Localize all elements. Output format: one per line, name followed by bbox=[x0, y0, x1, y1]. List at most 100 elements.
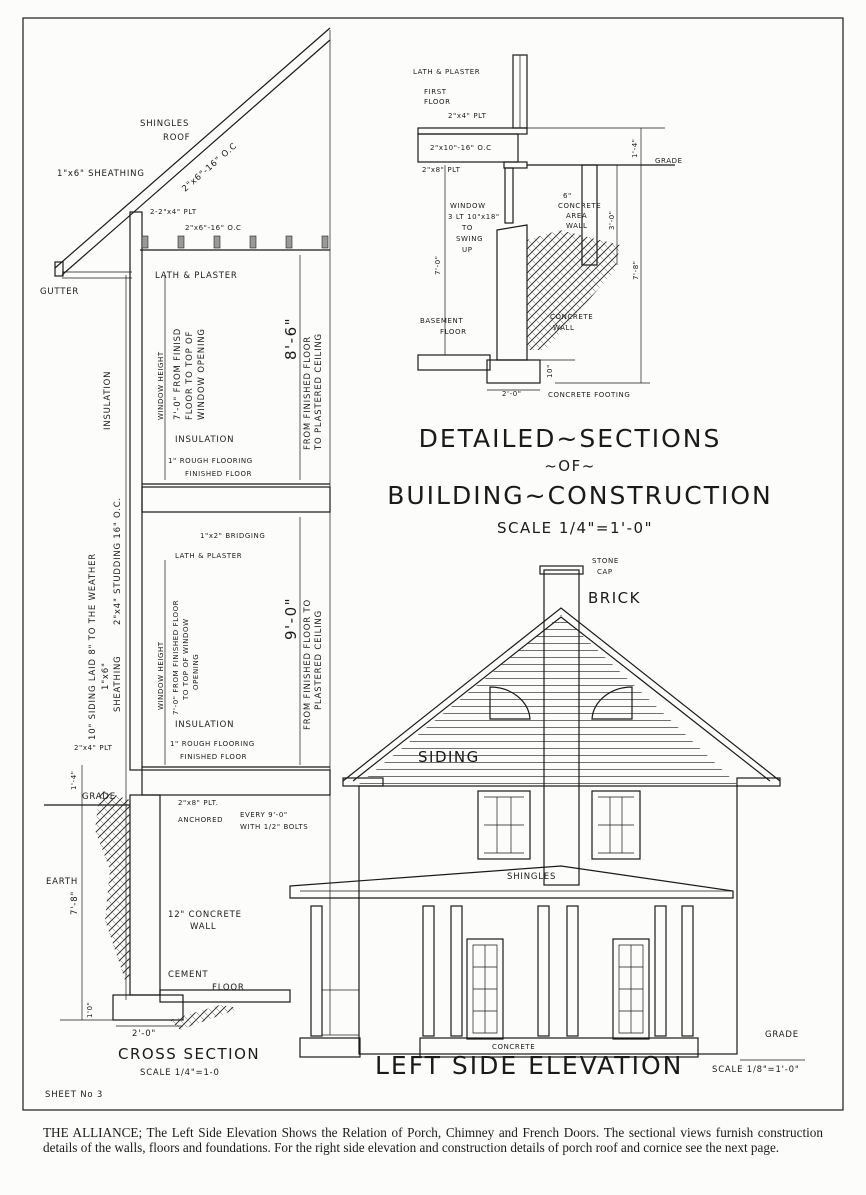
label: 12" CONCRETE bbox=[168, 910, 242, 920]
left-side-elevation-labels: STONE CAP BRICK SIDING SHINGLES CONCRETE… bbox=[375, 557, 800, 1080]
label: GRADE bbox=[765, 1030, 799, 1040]
cross-section-drawing bbox=[44, 27, 331, 1035]
label: FLOOR bbox=[424, 98, 451, 106]
label: 2"x4" PLT bbox=[448, 112, 487, 120]
label: CONCRETE FOOTING bbox=[548, 391, 630, 399]
label: CAP bbox=[597, 568, 613, 576]
label: INSULATION bbox=[103, 371, 113, 430]
label: CEMENT bbox=[168, 970, 208, 980]
label: 2"x8" PLT. bbox=[178, 799, 219, 807]
label: TO PLASTERED CEILING bbox=[314, 333, 324, 451]
label: 1'-4" bbox=[631, 138, 639, 158]
label: GUTTER bbox=[40, 287, 79, 297]
cross-section-labels: SHINGLES ROOF 1"x6" SHEATHING 2"x6"-16" … bbox=[40, 119, 324, 1100]
label: WINDOW OPENING bbox=[197, 328, 207, 420]
label: FROM FINISHED FLOOR TO bbox=[303, 599, 313, 730]
label: 2"x4" STUDDING 16" O.C. bbox=[113, 497, 123, 625]
label: 10" bbox=[546, 364, 554, 378]
heading-line-2: ~OF~ bbox=[544, 457, 596, 475]
label: 3 LT 10"x18" bbox=[448, 213, 500, 221]
label: SIDING bbox=[418, 748, 480, 766]
label: SHINGLES bbox=[507, 872, 556, 882]
label: FIRST bbox=[424, 88, 447, 96]
label: 1'-4" bbox=[70, 770, 78, 790]
label: INSULATION bbox=[175, 720, 234, 730]
label: 9'-0" bbox=[282, 597, 300, 640]
label: TO TOP OF WINDOW bbox=[182, 618, 190, 701]
label: TO bbox=[461, 224, 473, 232]
label: WALL bbox=[553, 324, 575, 332]
label: 1"x6" SHEATHING bbox=[57, 169, 145, 179]
label: 2'-0" bbox=[132, 1029, 156, 1039]
label: 2-2"x4" PLT bbox=[150, 208, 197, 216]
label: 8'-6" bbox=[282, 317, 300, 360]
sheet-number: SHEET No 3 bbox=[45, 1090, 103, 1100]
basement-detail-drawing bbox=[417, 54, 675, 391]
label: CONCRETE bbox=[558, 202, 601, 210]
label: WINDOW bbox=[450, 202, 486, 210]
label: 6" bbox=[563, 192, 572, 200]
label: STONE bbox=[592, 557, 619, 565]
label: 2"x4" PLT bbox=[74, 744, 113, 752]
label: 7'-0" FROM FINISHED FLOOR bbox=[172, 600, 180, 715]
label: FLOOR bbox=[440, 328, 467, 336]
label: LATH & PLASTER bbox=[413, 68, 480, 76]
label: 1"x2" BRIDGING bbox=[200, 532, 265, 540]
label: FINISHED FLOOR bbox=[180, 753, 247, 761]
label: 2"x6"-16" O.C bbox=[180, 141, 239, 194]
label: 7'-8" bbox=[70, 891, 80, 915]
label: FROM FINISHED FLOOR bbox=[303, 336, 313, 450]
label: AREA bbox=[566, 212, 587, 220]
label: EVERY 9'-0" bbox=[240, 811, 288, 819]
label: 1" ROUGH FLOORING bbox=[168, 457, 253, 465]
elevation-scale: SCALE 1/8"=1'-0" bbox=[712, 1065, 800, 1075]
left-side-elevation-drawing bbox=[289, 565, 805, 1061]
label: 2'-0" bbox=[502, 390, 522, 398]
label: WITH 1/2" BOLTS bbox=[240, 823, 308, 831]
label: 2"x8" PLT bbox=[422, 166, 461, 174]
label: ANCHORED bbox=[178, 816, 223, 824]
basement-detail-labels: LATH & PLASTER FIRST FLOOR 2"x4" PLT 2"x… bbox=[413, 68, 682, 399]
label: BASEMENT bbox=[420, 317, 463, 325]
label: BRICK bbox=[588, 589, 641, 607]
label: WALL bbox=[190, 922, 216, 932]
label: EARTH bbox=[46, 877, 78, 887]
label: 2"x6"-16" O.C bbox=[185, 224, 242, 232]
heading-line-3: BUILDING~CONSTRUCTION bbox=[387, 481, 773, 510]
label: INSULATION bbox=[175, 435, 234, 445]
label: 1'0" bbox=[86, 1002, 94, 1018]
label: PLASTERED CEILING bbox=[314, 610, 324, 710]
label: GRADE bbox=[82, 792, 116, 802]
label: 7'-8" bbox=[632, 260, 640, 280]
label: FLOOR bbox=[212, 983, 245, 993]
label: 7'-0" FROM FINISD bbox=[173, 328, 183, 420]
label: SWING bbox=[456, 235, 483, 243]
label: LATH & PLASTER bbox=[175, 552, 242, 560]
label: 1"x6" bbox=[101, 662, 111, 690]
label: CONCRETE bbox=[492, 1043, 535, 1051]
label: CONCRETE bbox=[550, 313, 593, 321]
label: 1" ROUGH FLOORING bbox=[170, 740, 255, 748]
label: UP bbox=[462, 246, 473, 254]
sheet-heading: DETAILED~SECTIONS ~OF~ BUILDING~CONSTRUC… bbox=[387, 424, 773, 537]
cross-section-title: CROSS SECTION bbox=[118, 1045, 260, 1063]
label: 7'-0" bbox=[434, 255, 442, 275]
label: 2"x10"-16" O.C bbox=[430, 144, 492, 152]
label: SHEATHING bbox=[113, 655, 123, 712]
heading-scale: SCALE 1/4"=1'-0" bbox=[497, 519, 653, 537]
label: WINDOW HEIGHT bbox=[157, 351, 165, 420]
label: 3'-0" bbox=[608, 210, 616, 230]
label: 10" SIDING LAID 8" TO THE WEATHER bbox=[88, 553, 98, 740]
label: FINISHED FLOOR bbox=[185, 470, 252, 478]
page-caption: THE ALLIANCE; The Left Side Elevation Sh… bbox=[43, 1125, 823, 1155]
label: WINDOW HEIGHT bbox=[157, 641, 165, 710]
label: FLOOR TO TOP OF bbox=[185, 331, 195, 420]
label: OPENING bbox=[192, 654, 200, 690]
label: WALL bbox=[566, 222, 588, 230]
heading-line-1: DETAILED~SECTIONS bbox=[419, 424, 722, 453]
elevation-title: LEFT SIDE ELEVATION bbox=[375, 1051, 683, 1080]
label: SHINGLES bbox=[140, 119, 189, 129]
sheet-border bbox=[22, 17, 844, 1111]
label: LATH & PLASTER bbox=[155, 271, 238, 281]
